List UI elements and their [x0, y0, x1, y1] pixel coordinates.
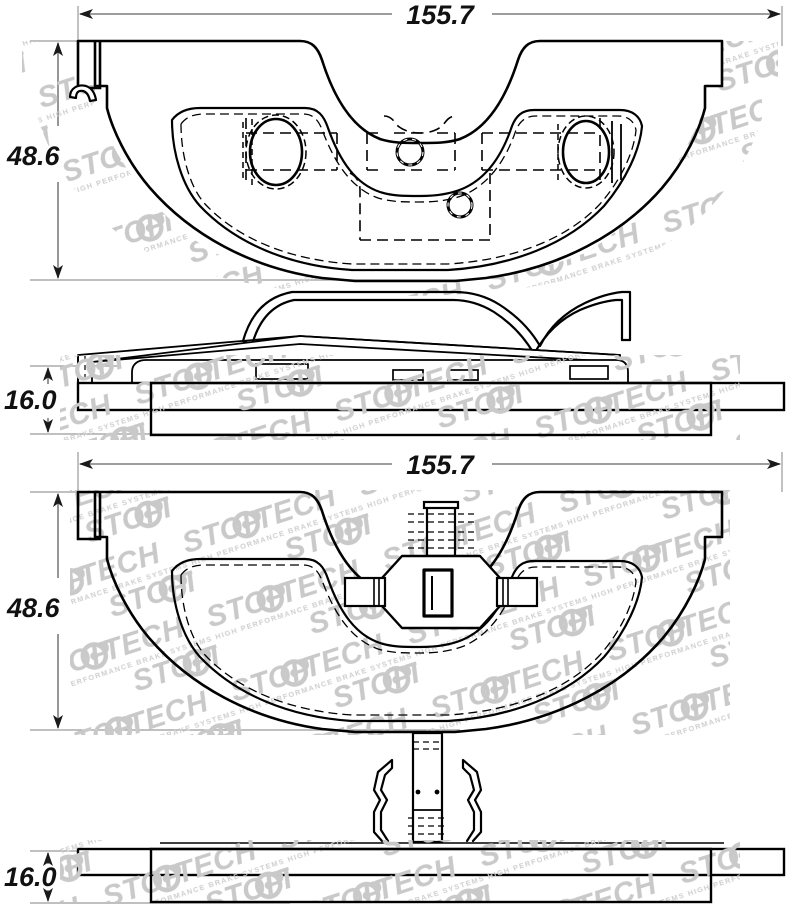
left-bushing-outer	[245, 114, 307, 190]
friction-material-inner-dashed	[180, 113, 637, 265]
left-bushing-group	[242, 114, 307, 190]
top-thickness-label: 16.0	[4, 385, 57, 415]
right-bushing-edge	[611, 121, 622, 183]
left-bushing-ring	[248, 117, 304, 187]
right-bushing-group	[557, 115, 622, 189]
watermark-bottom-edge	[60, 840, 740, 902]
friction-material-outline	[170, 106, 644, 272]
bracket-inner-aperture	[422, 568, 454, 618]
bottom-height-label: 48.6	[6, 593, 61, 623]
right-bushing-ring	[561, 119, 611, 185]
pad-retention-hook	[68, 84, 98, 103]
bracket-stem-hidden-lines	[408, 513, 474, 549]
lower-pin-hole	[446, 191, 474, 219]
left-bushing-hidden-edge	[242, 119, 253, 185]
bracket-right-pin-lines	[502, 578, 509, 606]
bottom-width-label: 155.7	[406, 450, 476, 480]
center-mounting-bracket	[343, 500, 539, 630]
lower-pin-ring-hatch	[447, 192, 473, 218]
right-bushing-outer	[557, 115, 615, 189]
bottom-edge-friction-block	[149, 847, 713, 904]
outer-pad-edge-view: 16.0	[4, 290, 786, 440]
hidden-detail-lines	[245, 115, 601, 241]
clip-rivet-left	[415, 789, 421, 795]
pad-backing-plate-outline	[76, 39, 724, 283]
watermark-top-edge	[60, 355, 740, 440]
bottom-friction-material-outline	[170, 557, 644, 723]
bracket-left-pin-lines	[373, 578, 380, 606]
bottom-friction-material-inner-dashed	[180, 564, 637, 716]
clip-right-arm-inner	[461, 766, 476, 843]
bottom-pad-left-ear-notch	[76, 492, 102, 541]
clip-left-arm-outer	[372, 758, 394, 843]
edge-friction-block	[149, 381, 713, 437]
top-width-dimension: 155.7	[77, 0, 783, 46]
bracket-stem-cap	[422, 500, 460, 510]
top-width-label: 155.7	[406, 0, 476, 30]
bottom-width-dimension: 155.7	[77, 450, 783, 492]
bracket-right-wing	[495, 576, 539, 608]
clip-left-arm-inner	[379, 766, 394, 843]
bracket-left-wing	[343, 576, 387, 608]
center-pin-hole	[395, 137, 425, 167]
center-pin-ring-hatch	[396, 138, 424, 166]
clip-right-arm-outer	[461, 758, 483, 843]
clip-center-tab-hidden	[408, 741, 448, 835]
inner-pad-face-view	[70, 490, 730, 735]
inner-pad-edge-view: 16.0	[4, 840, 786, 904]
clip-rivet-right	[434, 789, 440, 795]
bottom-thickness-label: 16.0	[4, 862, 57, 892]
